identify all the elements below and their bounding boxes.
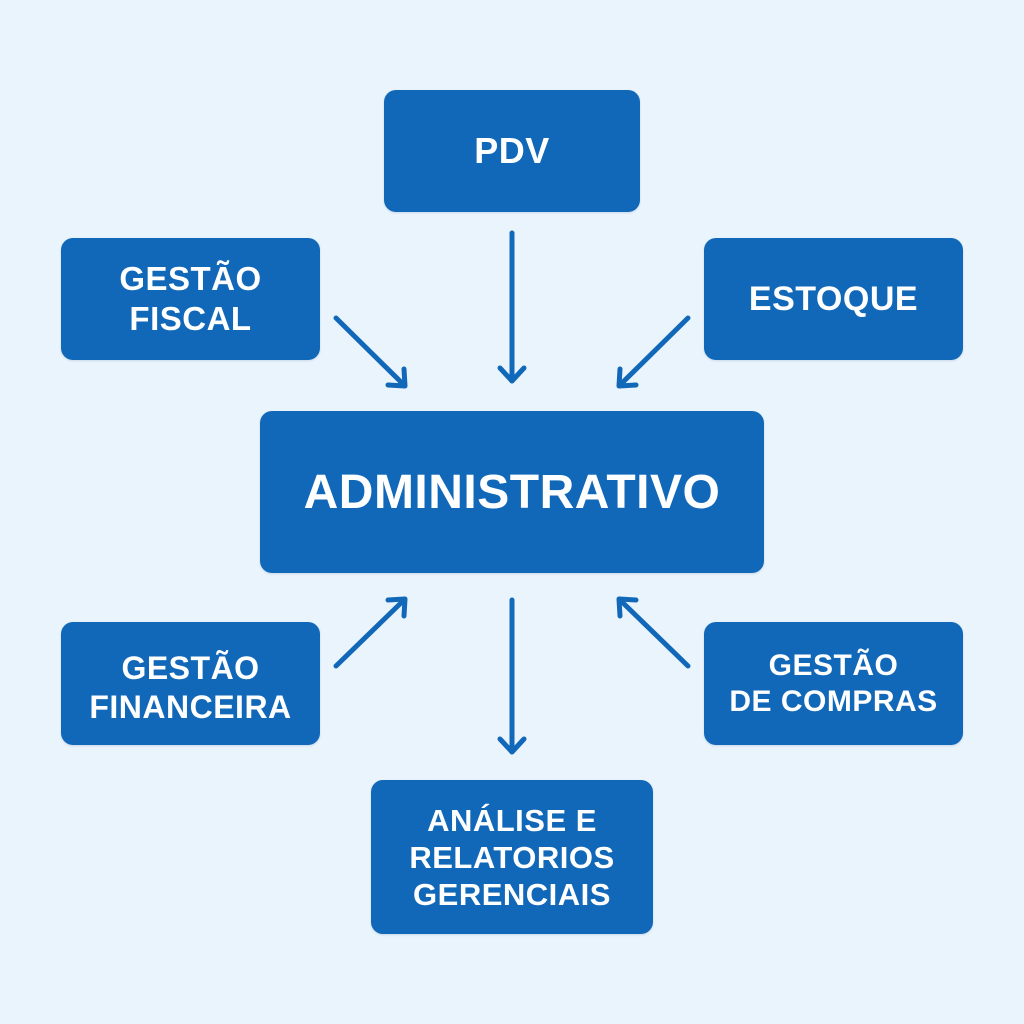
node-administrativo-label: ADMINISTRATIVO bbox=[303, 465, 721, 519]
node-pdv: PDV bbox=[384, 90, 640, 212]
node-pdv-label: PDV bbox=[474, 130, 550, 171]
node-gestao-compras-line-1: GESTÃO bbox=[768, 648, 899, 682]
node-analise-line-3: GERENCIAIS bbox=[413, 876, 611, 912]
node-analise-relatorios: ANÁLISE E RELATORIOS GERENCIAIS bbox=[371, 780, 653, 934]
arrow-fiscal-to-admin bbox=[333, 315, 408, 389]
node-gestao-compras-line-2: DE COMPRAS bbox=[729, 684, 938, 718]
node-gestao-compras: GESTÃO DE COMPRAS bbox=[704, 622, 963, 745]
node-gestao-fiscal: GESTÃO FISCAL bbox=[61, 238, 320, 360]
node-gestao-financeira: GESTÃO FINANCEIRA bbox=[61, 622, 320, 745]
node-administrativo: ADMINISTRATIVO bbox=[260, 411, 764, 573]
node-gestao-fiscal-line-1: GESTÃO bbox=[119, 260, 262, 297]
node-gestao-fiscal-line-2: FISCAL bbox=[129, 300, 252, 337]
node-analise-line-1: ANÁLISE E bbox=[427, 802, 597, 838]
node-gestao-financeira-line-2: FINANCEIRA bbox=[89, 688, 292, 725]
arrow-estoque-to-admin bbox=[616, 315, 691, 389]
node-gestao-financeira-line-1: GESTÃO bbox=[121, 649, 260, 686]
arrow-financeira-to-admin bbox=[333, 596, 408, 669]
node-estoque: ESTOQUE bbox=[704, 238, 963, 360]
arrow-admin-to-analise bbox=[497, 597, 527, 755]
node-analise-line-2: RELATORIOS bbox=[409, 839, 615, 875]
arrow-pdv-to-admin bbox=[497, 230, 527, 384]
node-estoque-label: ESTOQUE bbox=[748, 279, 919, 318]
arrow-compras-to-admin bbox=[616, 596, 691, 669]
